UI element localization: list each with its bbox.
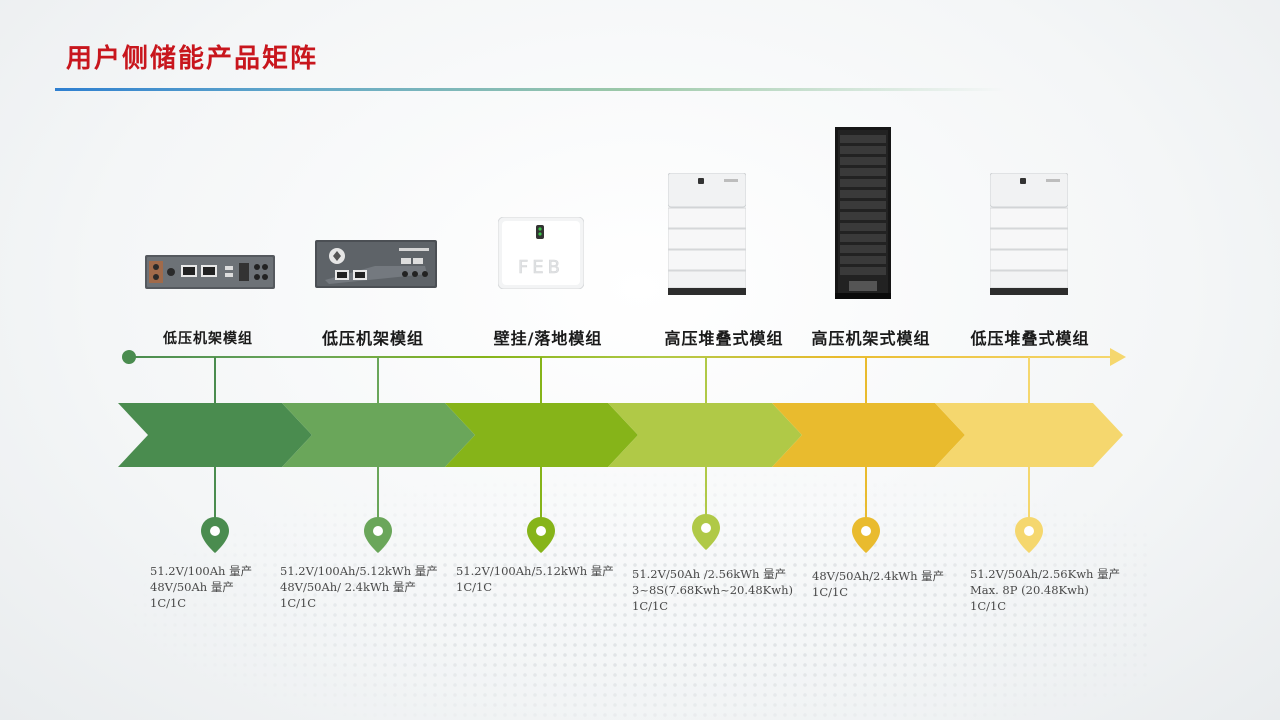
- category-label-5: 高压机架式模组: [811, 329, 931, 348]
- product-image-3: FEB: [498, 217, 584, 289]
- spec-block-1: 51.2V/100Ah 量产 48V/50Ah 量产 1C/1C: [150, 563, 252, 611]
- category-label-2: 低压机架模组: [321, 329, 424, 348]
- spec-line: 48V/50Ah 量产: [150, 580, 234, 594]
- stacked-battery-icon: [668, 173, 746, 295]
- spec-line: 1C/1C: [150, 596, 187, 610]
- chevron-stage-3: [445, 403, 638, 467]
- product-image-1: [145, 255, 275, 289]
- category-label-3: 壁挂/落地模组: [493, 329, 603, 348]
- spec-block-2: 51.2V/100Ah/5.12kWh 量产 48V/50Ah/ 2.4kWh …: [280, 563, 438, 611]
- spec-line: 51.2V/100Ah 量产: [150, 564, 253, 578]
- chevron-stage-2: [282, 403, 475, 467]
- spec-block-4: 51.2V/50Ah /2.56kWh 量产 3~8S(7.68Kwh~20.4…: [632, 566, 793, 614]
- spec-line: 48V/50Ah/ 2.4kWh 量产: [280, 580, 416, 594]
- spec-line: 1C/1C: [280, 596, 317, 610]
- world-map-background: [130, 470, 1150, 720]
- stacked-battery-icon: [990, 173, 1068, 295]
- wall-mount-logo: FEB: [518, 257, 564, 278]
- map-pin-icon: [852, 517, 880, 553]
- rack-battery-small-icon: [145, 255, 275, 289]
- product-image-5: [835, 127, 891, 299]
- timeline-line: [128, 356, 1113, 358]
- map-pin-icon: [364, 517, 392, 553]
- wall-mount-battery-icon: FEB: [498, 217, 584, 289]
- chevron-stage-6: [935, 403, 1123, 467]
- spec-line: 1C/1C: [812, 585, 849, 599]
- timeline-start-dot: [122, 350, 136, 364]
- spec-line: 1C/1C: [632, 599, 669, 613]
- category-label-4: 高压堆叠式模组: [664, 329, 784, 348]
- chevron-stage-5: [772, 403, 965, 467]
- spec-line: 1C/1C: [456, 580, 493, 594]
- spec-line: 51.2V/50Ah/2.56Kwh 量产: [970, 567, 1121, 581]
- product-image-2: [315, 240, 437, 288]
- tall-rack-cabinet-icon: [835, 127, 891, 299]
- page-title: 用户侧储能产品矩阵: [66, 44, 319, 74]
- category-label-6: 低压堆叠式模组: [970, 329, 1090, 348]
- chevron-stage-1: [118, 403, 312, 467]
- title-divider: [55, 88, 1005, 91]
- chevron-stage-4: [608, 403, 802, 467]
- spec-line: Max. 8P (20.48Kwh): [970, 583, 1089, 597]
- spec-line: 1C/1C: [970, 599, 1007, 613]
- map-pin-icon: [692, 514, 720, 550]
- timeline-arrowhead: [1110, 348, 1126, 366]
- rack-battery-large-icon: [315, 240, 437, 288]
- spec-line: 48V/50Ah/2.4kWh 量产: [812, 569, 945, 583]
- map-pin-icon: [201, 517, 229, 553]
- spec-line: 51.2V/100Ah/5.12kWh 量产: [280, 564, 438, 578]
- spec-line: 51.2V/100Ah/5.12kWh 量产: [456, 564, 614, 578]
- product-image-6: [990, 173, 1068, 295]
- product-image-4: [668, 173, 746, 295]
- category-label-1: 低压机架模组: [163, 331, 253, 347]
- map-pin-icon: [527, 517, 555, 553]
- chevron-band: [118, 403, 1123, 467]
- spec-block-3: 51.2V/100Ah/5.12kWh 量产 1C/1C: [456, 563, 614, 595]
- map-pin-icon: [1015, 517, 1043, 553]
- spec-line: 51.2V/50Ah /2.56kWh 量产: [632, 567, 787, 581]
- spec-block-6: 51.2V/50Ah/2.56Kwh 量产 Max. 8P (20.48Kwh)…: [970, 566, 1120, 614]
- spec-line: 3~8S(7.68Kwh~20.48Kwh): [632, 583, 793, 597]
- spec-block-5: 48V/50Ah/2.4kWh 量产 1C/1C: [812, 568, 944, 600]
